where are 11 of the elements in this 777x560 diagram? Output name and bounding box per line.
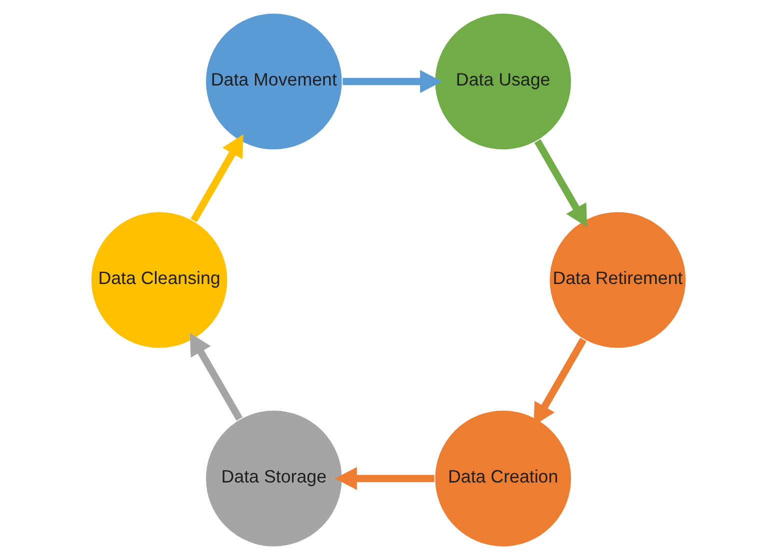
node-circle: Data Storage	[204, 409, 344, 548]
arrow	[534, 139, 588, 228]
arrow	[334, 466, 434, 490]
arrow	[190, 332, 243, 421]
node-circle: Data Cleansing	[90, 210, 228, 350]
node-circle: Data Usage	[434, 12, 572, 151]
node-circle: Data Movement	[204, 12, 344, 151]
node-circle: Data Creation	[434, 409, 572, 548]
arrow	[190, 134, 244, 222]
arrow	[342, 70, 442, 94]
node-circle: Data Retirement	[548, 210, 687, 350]
